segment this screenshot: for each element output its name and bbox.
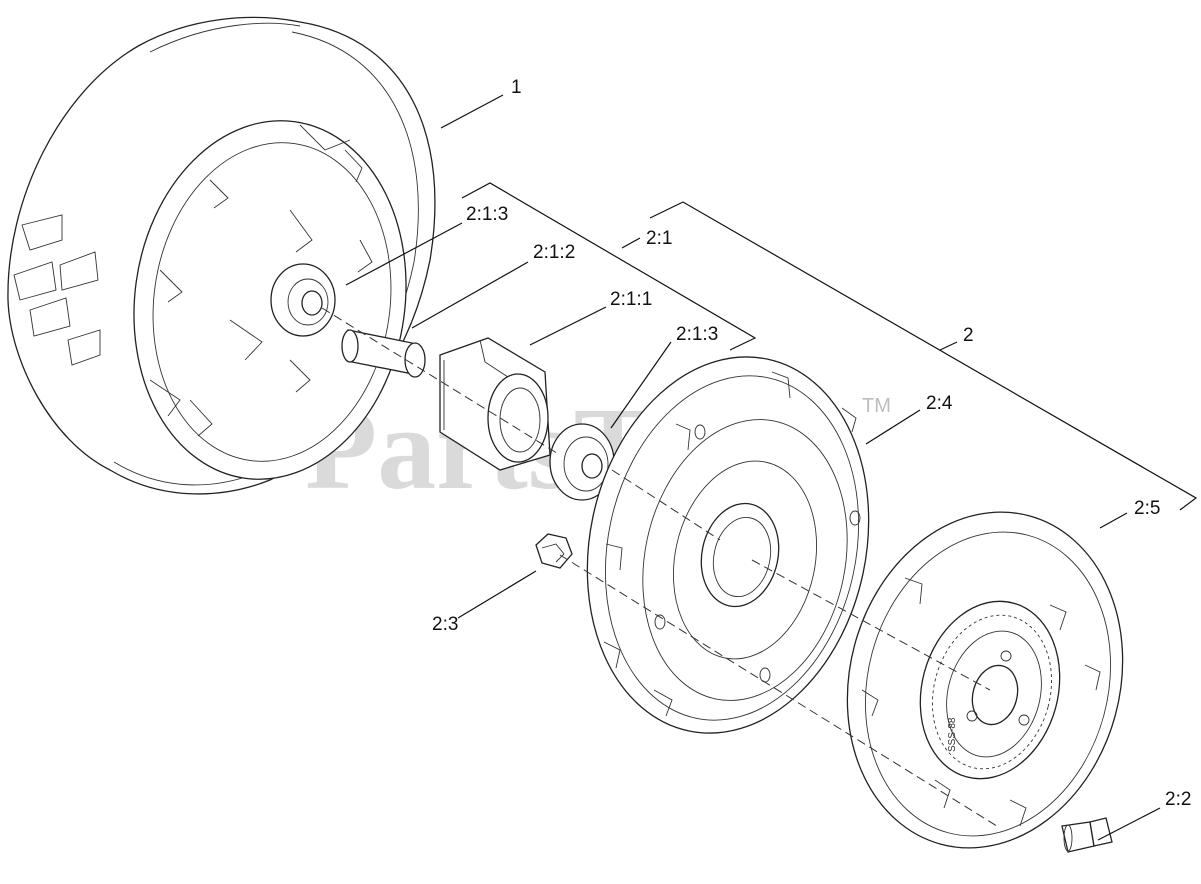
callout-2: 2 (963, 325, 974, 346)
assembly-brackets (461, 182, 1198, 511)
bushing-part[interactable] (439, 337, 551, 471)
nut-part[interactable] (535, 533, 573, 569)
callout-2-1-3-outer: 2:1:3 (676, 324, 718, 345)
callout-2-3: 2:3 (432, 614, 458, 635)
callout-2-5: 2:5 (1134, 498, 1160, 519)
outer-bearing-part[interactable] (549, 423, 615, 501)
tire-wheel-part[interactable] (7, 16, 436, 497)
inner-hub-half-part[interactable] (554, 330, 903, 759)
callout-2-1-1: 2:1:1 (610, 289, 652, 310)
callout-2-4: 2:4 (926, 393, 953, 414)
callout-1: 1 (511, 77, 522, 98)
leader-lines (345, 94, 1161, 841)
bolt-part[interactable] (1061, 817, 1113, 853)
callout-2-1: 2:1 (646, 228, 672, 249)
callout-labels: 1 2:1:3 2:1:2 2:1:1 2:1:3 2:1 2 2:4 2:5 … (432, 77, 1191, 810)
watermark-trademark: TM (862, 395, 891, 417)
spacer-part[interactable] (341, 329, 426, 378)
callout-2-1-2: 2:1:2 (533, 242, 575, 263)
part-stamp-text: SSS-88 (947, 717, 958, 752)
assembly-centerlines (321, 307, 1001, 829)
callout-2-2: 2:2 (1165, 789, 1191, 810)
callout-2-1-3-inner: 2:1:3 (466, 204, 508, 225)
